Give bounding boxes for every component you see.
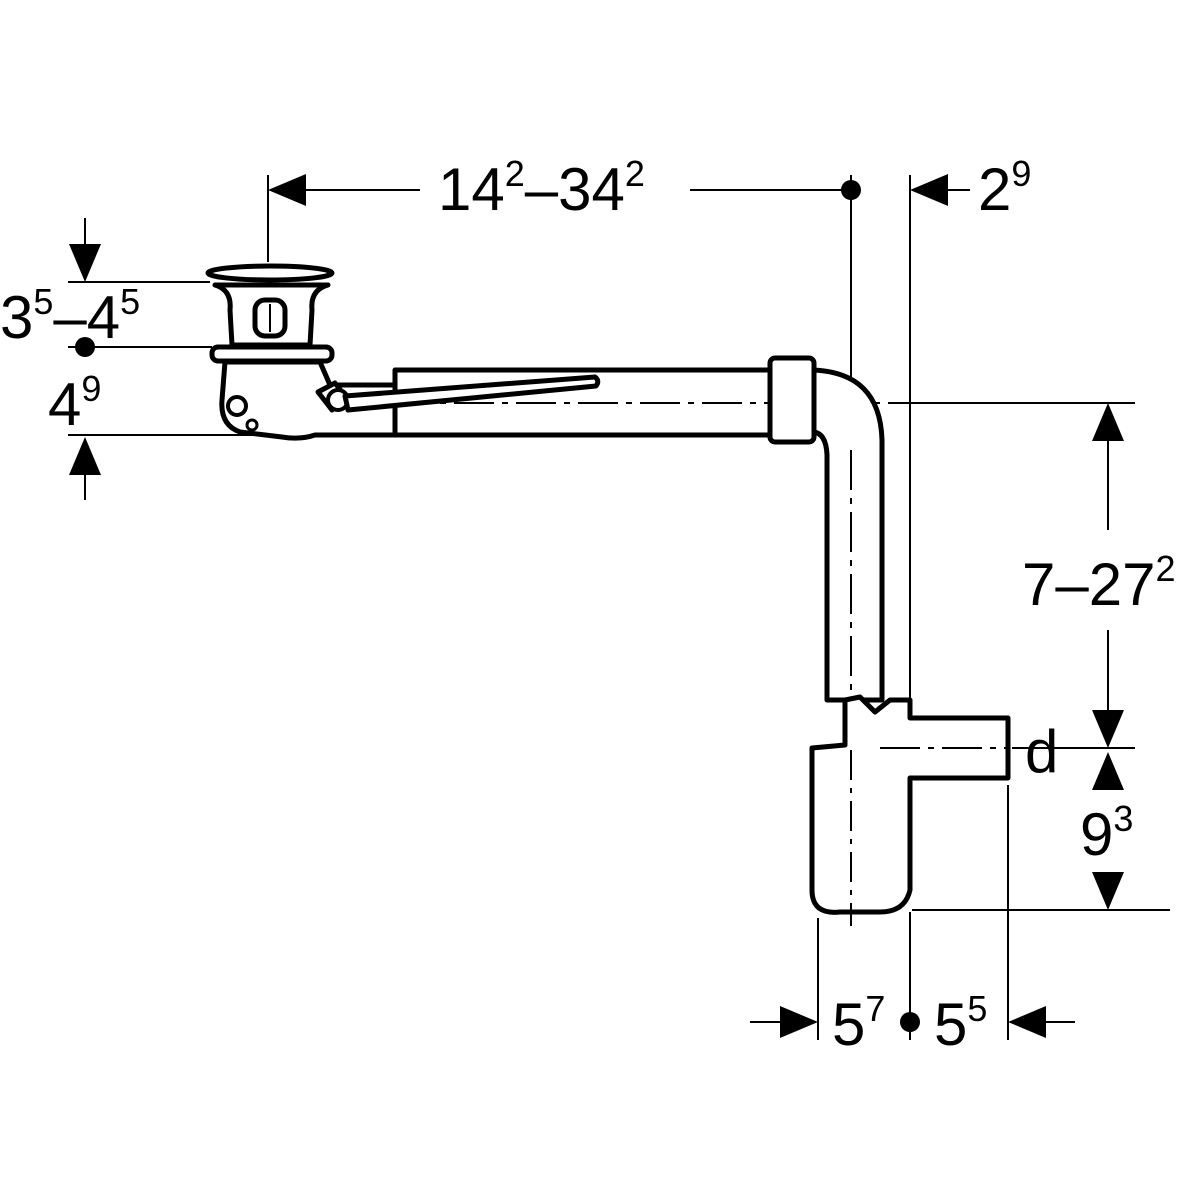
reference-dot: [900, 1012, 920, 1032]
label-outlet-diameter: d: [1025, 718, 1058, 785]
label-flange-height: 35–45: [0, 281, 140, 351]
label-vertical-length: 7–272: [1022, 548, 1176, 618]
drain-cap: [205, 263, 335, 283]
drain-flange: [209, 344, 335, 364]
reference-dot: [75, 337, 95, 357]
label-trap-left: 57: [832, 988, 885, 1058]
drain-lever: [342, 374, 601, 413]
label-trap-height: 93: [1080, 798, 1133, 868]
reference-dot: [841, 180, 861, 200]
waste-assembly: [205, 263, 1011, 925]
pipe-coupling: [767, 355, 817, 445]
elbow-pipe: [809, 367, 885, 703]
bottle-trap: [809, 694, 1011, 915]
label-trap-right: 55: [934, 988, 987, 1058]
dimension-arrows: [69, 174, 1124, 1038]
label-pipe-offset: 29: [978, 153, 1031, 223]
drain-mechanism: [219, 359, 398, 441]
label-body-height: 49: [48, 368, 101, 438]
label-horizontal-length: 142–342: [438, 153, 645, 223]
